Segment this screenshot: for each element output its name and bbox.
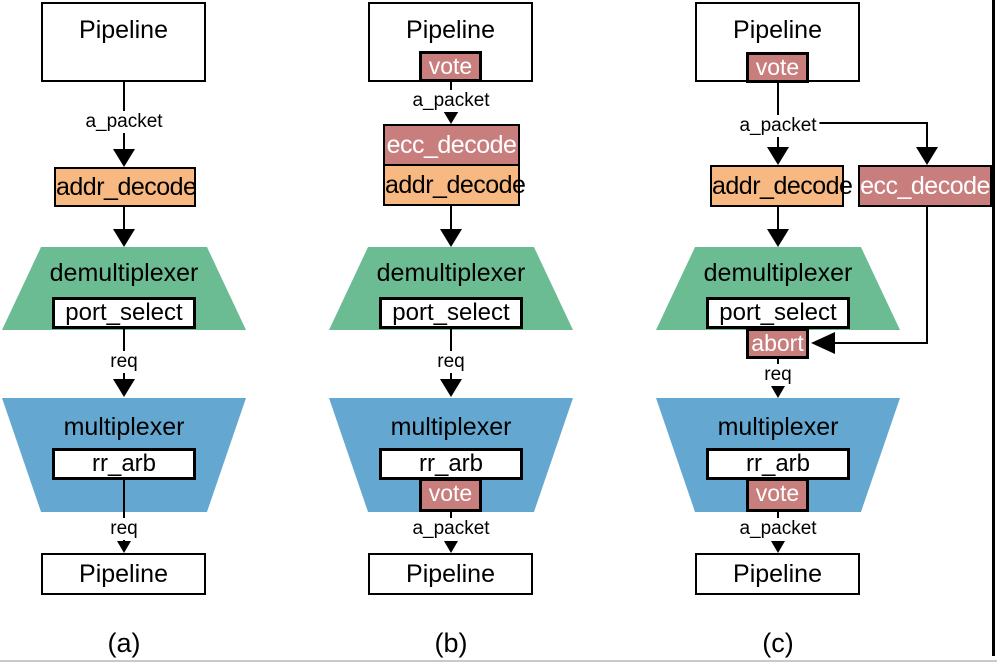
edge-label-a-packet: a_packet: [82, 111, 166, 133]
arrowhead-down-icon: [767, 229, 789, 247]
port-select-node: port_select: [706, 297, 850, 329]
pipeline-sink-node: Pipeline: [368, 553, 533, 595]
ecc-decode-node: ecc_decode: [383, 124, 520, 166]
edge-label-req: req: [107, 518, 141, 540]
edge-pipeline-to-addr-decode: [777, 133, 779, 149]
arrowhead-down-icon: [440, 229, 462, 247]
rr-arb-node: rr_arb: [52, 448, 196, 480]
panel-caption-b: (b): [434, 628, 468, 658]
panel-b: Pipeline vote a_packet ecc_decode addr_d…: [327, 0, 660, 662]
edge-ecc-to-abort: [832, 342, 928, 344]
edge-label-a-packet: a_packet: [409, 90, 493, 112]
edge-addr-decode-to-demux: [777, 206, 779, 231]
panel-a: Pipeline a_packet addr_decode demultiple…: [0, 0, 333, 662]
arrowhead-down-icon: [771, 386, 785, 398]
abort-node: abort: [746, 328, 809, 359]
edge-abort-to-mux: [777, 359, 779, 368]
port-select-node: port_select: [379, 297, 523, 329]
rr-arb-node: rr_arb: [379, 448, 523, 480]
addr-decode-node: addr_decode: [54, 167, 197, 207]
arrowhead-down-icon: [113, 379, 135, 397]
edge-label-a-packet: a_packet: [409, 518, 493, 540]
edge-mux-to-pipeline: [123, 480, 125, 541]
edge-label-req: req: [107, 351, 141, 373]
vote-node: vote: [419, 478, 482, 512]
edge-label-a-packet: a_packet: [736, 115, 820, 137]
arrowhead-down-icon: [771, 541, 785, 553]
arrowhead-down-icon: [440, 379, 462, 397]
page-edge-line: [992, 0, 995, 656]
ecc-decode-node: ecc_decode: [858, 165, 992, 207]
arrowhead-left-icon: [811, 332, 835, 354]
edge-branch-to-ecc: [815, 122, 928, 124]
multiplexer-label: multiplexer: [63, 413, 185, 441]
arrowhead-down-icon: [113, 229, 135, 247]
edge-addr-decode-to-demux: [123, 205, 125, 231]
edge-label-req: req: [761, 364, 795, 386]
addr-decode-node: addr_decode: [710, 165, 853, 207]
page-edge-line: [0, 660, 997, 662]
panel-caption-c: (c): [762, 628, 794, 658]
demultiplexer-label: demultiplexer: [49, 259, 199, 287]
edge-label-req: req: [434, 351, 468, 373]
multiplexer-label: multiplexer: [717, 413, 839, 441]
edge-mux-to-pipeline: [450, 512, 452, 520]
arrowhead-down-icon: [117, 541, 131, 553]
arrowhead-down-icon: [767, 147, 789, 165]
edge-branch-to-ecc: [926, 122, 928, 149]
demultiplexer-label: demultiplexer: [376, 259, 526, 287]
pipeline-source-node: Pipeline: [41, 2, 206, 82]
pipeline-sink-node: Pipeline: [695, 553, 860, 595]
port-select-node: port_select: [52, 297, 196, 329]
vote-node: vote: [746, 52, 809, 83]
panel-caption-a: (a): [107, 628, 141, 658]
arrowhead-down-icon: [113, 149, 135, 167]
arrowhead-down-icon: [916, 147, 938, 165]
edge-mux-to-pipeline: [777, 512, 779, 520]
pipeline-sink-node: Pipeline: [41, 553, 206, 595]
edge-pipeline-to-ecc: [450, 82, 452, 91]
edge-ecc-to-abort: [926, 206, 928, 344]
edge-pipeline-to-addr-decode: [777, 83, 779, 117]
arrowhead-down-icon: [442, 109, 460, 124]
vote-node: vote: [419, 51, 482, 82]
demultiplexer-label: demultiplexer: [703, 259, 853, 287]
multiplexer-label: multiplexer: [390, 413, 512, 441]
arrowhead-down-icon: [444, 541, 458, 553]
vote-node: vote: [746, 478, 809, 512]
rr-arb-node: rr_arb: [706, 448, 850, 480]
panel-c: Pipeline vote a_packet addr_decode ecc_d…: [654, 0, 992, 662]
addr-decode-node: addr_decode: [383, 164, 526, 206]
edge-addr-decode-to-demux: [450, 205, 452, 231]
edge-label-a-packet: a_packet: [736, 518, 820, 540]
